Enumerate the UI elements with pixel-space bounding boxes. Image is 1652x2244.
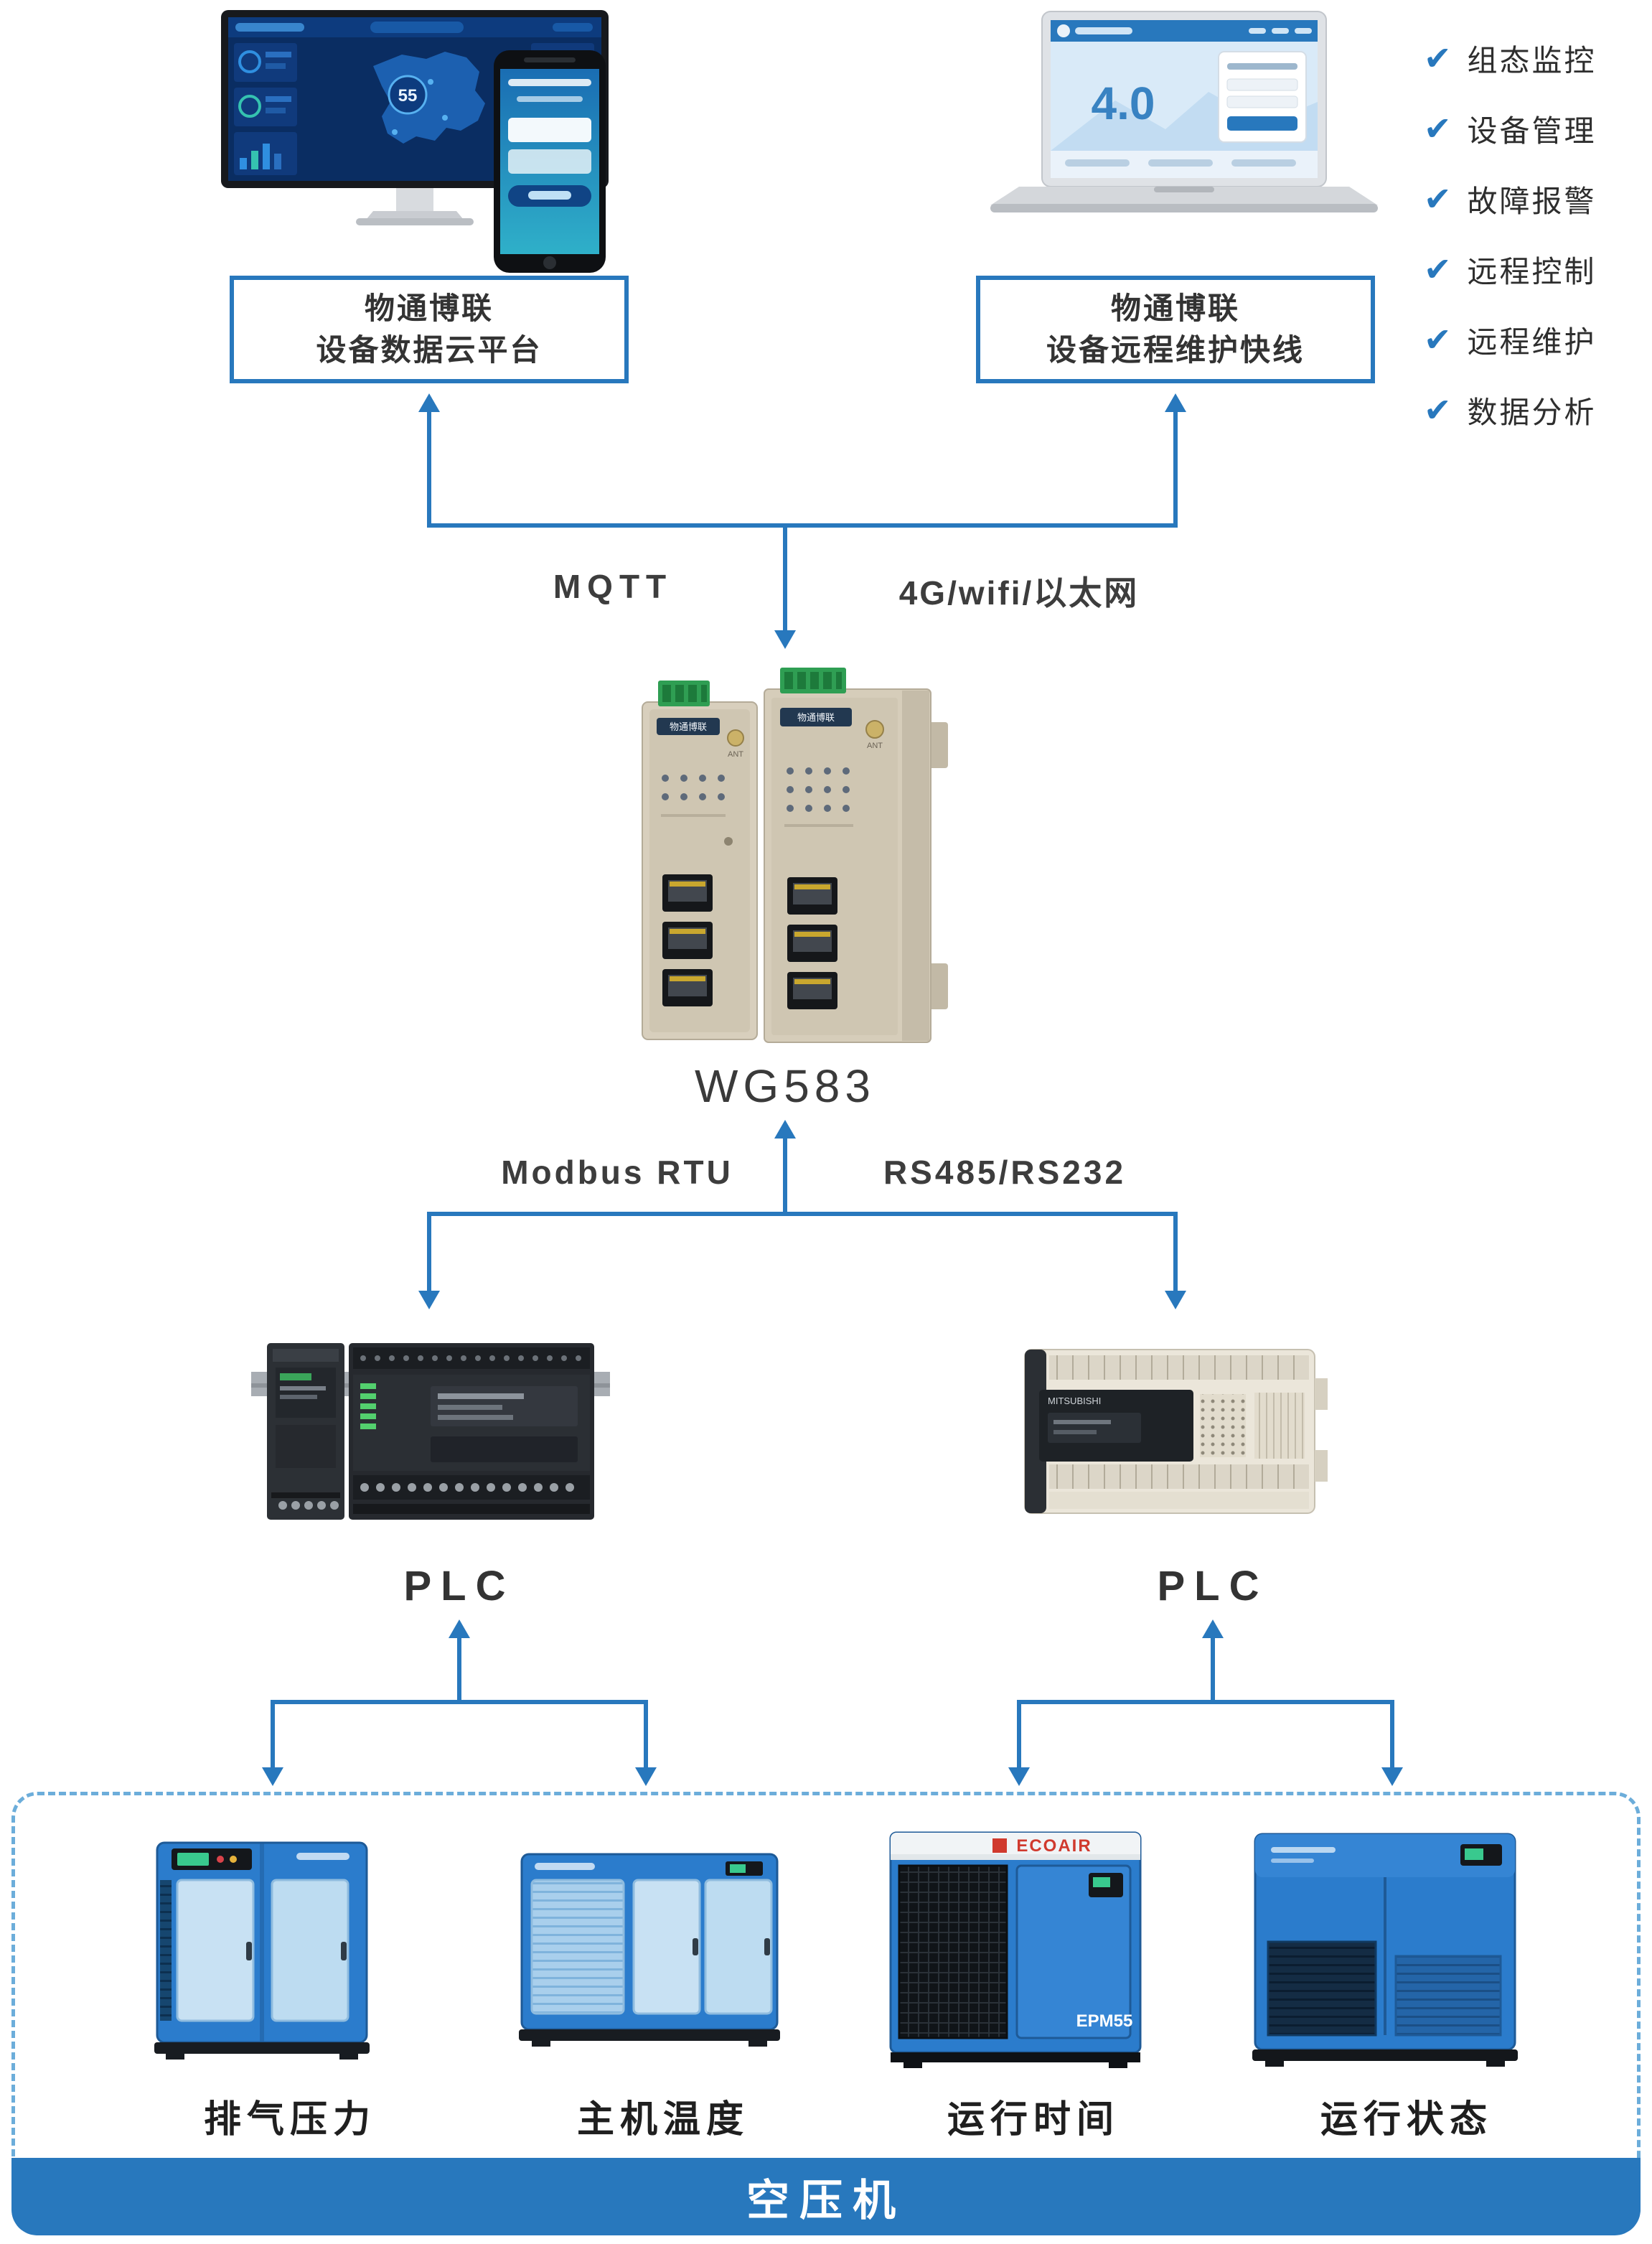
plc-left-label: PLC xyxy=(403,1563,515,1609)
arrow-up-icon xyxy=(449,1619,470,1638)
led-indicators xyxy=(662,775,725,800)
login-card xyxy=(1218,51,1307,143)
feature-label: 远程维护 xyxy=(1467,324,1597,359)
arrow-up-icon xyxy=(418,393,440,412)
compressor-label-status: 运行状态 xyxy=(1320,2099,1493,2141)
gateway-brand-text: 物通博联 xyxy=(670,721,707,732)
arrow-down-icon xyxy=(1165,1291,1186,1309)
compressor-label-temperature: 主机温度 xyxy=(576,2099,749,2141)
feature-item: ✔ 设备管理 xyxy=(1424,108,1597,149)
laptop-hero-text: 4.0 xyxy=(1092,78,1155,129)
antenna-label: ANT xyxy=(728,750,743,759)
feature-item: ✔ 组态监控 xyxy=(1424,37,1597,79)
compressor-group-title: 空压机 xyxy=(746,2176,906,2225)
feature-item: ✔ 数据分析 xyxy=(1424,389,1597,431)
connector-line xyxy=(427,1212,431,1295)
remote-platform-box: 物通博联 设备远程维护快线 xyxy=(976,276,1375,383)
connector-line xyxy=(783,523,787,635)
connector-line xyxy=(1173,1212,1178,1295)
connector-line xyxy=(1211,1637,1215,1703)
plc-left-photo xyxy=(251,1343,610,1520)
check-icon: ✔ xyxy=(1424,39,1452,77)
arrow-down-icon xyxy=(418,1291,440,1309)
dashboard-kpi: 55 xyxy=(398,86,418,106)
connector-line xyxy=(1173,409,1178,527)
downlink-left-label: Modbus RTU xyxy=(501,1154,733,1191)
feature-item: ✔ 故障报警 xyxy=(1424,178,1597,220)
cloud-platform-line1: 物通博联 xyxy=(364,291,494,325)
check-icon: ✔ xyxy=(1424,321,1452,358)
connector-line xyxy=(644,1700,648,1772)
connector-line xyxy=(271,1700,275,1772)
feature-label: 远程控制 xyxy=(1467,254,1597,289)
compressor-model-text: EPM55 xyxy=(1076,2011,1133,2031)
compressor-label-runtime: 运行时间 xyxy=(947,2099,1120,2141)
feature-list: ✔ 组态监控 ✔ 设备管理 ✔ 故障报警 ✔ 远程控制 ✔ 远程维护 ✔ 数据分… xyxy=(1424,37,1597,431)
connector-line xyxy=(783,1137,787,1216)
cloud-platform-box: 物通博联 设备数据云平台 xyxy=(230,276,629,383)
remote-platform-line1: 物通博联 xyxy=(1110,291,1240,325)
feature-item: ✔ 远程控制 xyxy=(1424,248,1597,290)
feature-label: 设备管理 xyxy=(1467,113,1597,148)
compressor-runtime-photo: ECOAIR EPM55 xyxy=(889,1831,1142,2068)
cloud-platform-line2: 设备数据云平台 xyxy=(316,333,543,367)
connector-line xyxy=(457,1637,461,1703)
arrow-up-icon xyxy=(1202,1619,1224,1638)
check-icon: ✔ xyxy=(1424,391,1452,429)
plc-right-label: PLC xyxy=(1157,1563,1269,1609)
arrow-down-icon xyxy=(1381,1767,1403,1786)
remote-platform-line2: 设备远程维护快线 xyxy=(1046,333,1305,367)
gateway-brand-text: 物通博联 xyxy=(797,712,835,723)
arrow-down-icon xyxy=(635,1767,657,1786)
feature-label: 故障报警 xyxy=(1467,184,1597,218)
gateway-model-label: WG583 xyxy=(695,1060,876,1112)
check-icon: ✔ xyxy=(1424,180,1452,218)
compressor-brand-text: ECOAIR xyxy=(1016,1836,1092,1856)
check-icon: ✔ xyxy=(1424,251,1452,288)
uplink-protocol-label: MQTT xyxy=(553,568,673,605)
check-icon: ✔ xyxy=(1424,110,1452,147)
compressor-status-photo xyxy=(1252,1833,1518,2067)
connector-line xyxy=(427,523,1178,528)
feature-item: ✔ 远程维护 xyxy=(1424,319,1597,360)
remote-platform-laptop: 4.0 xyxy=(990,11,1378,212)
downlink-right-label: RS485/RS232 xyxy=(883,1154,1127,1191)
led-indicators xyxy=(787,767,850,812)
antenna-label: ANT xyxy=(867,742,883,750)
feature-label: 组态监控 xyxy=(1467,43,1597,78)
uplink-network-label: 4G/wifi/以太网 xyxy=(898,574,1140,612)
cloud-dashboard-monitor: 55 xyxy=(221,10,609,273)
mobile-phone xyxy=(494,50,606,273)
connector-line xyxy=(427,1212,1178,1216)
compressor-exhaust-pressure-photo xyxy=(154,1841,370,2060)
gateway-device-photo: 物通博联 ANT 物通博联 xyxy=(642,668,948,1043)
plc-brand-text: MITSUBISHI xyxy=(1048,1396,1101,1406)
plc-right-photo: MITSUBISHI xyxy=(1024,1349,1328,1514)
connector-line xyxy=(427,409,431,527)
ethernet-ports xyxy=(662,874,713,1006)
connector-line xyxy=(1017,1700,1021,1772)
connector-line xyxy=(271,1700,648,1704)
compressor-temperature-photo xyxy=(519,1853,780,2047)
feature-label: 数据分析 xyxy=(1467,395,1597,429)
arrow-down-icon xyxy=(262,1767,283,1786)
arrow-up-icon xyxy=(774,1120,796,1139)
arrow-down-icon xyxy=(774,630,796,649)
arrow-down-icon xyxy=(1008,1767,1030,1786)
connector-line xyxy=(1390,1700,1394,1772)
arrow-up-icon xyxy=(1165,393,1186,412)
compressor-group-bar: 空压机 xyxy=(11,2158,1641,2235)
compressor-label-exhaust-pressure: 排气压力 xyxy=(203,2099,376,2141)
connector-line xyxy=(1017,1700,1394,1704)
ethernet-ports xyxy=(787,877,837,1009)
